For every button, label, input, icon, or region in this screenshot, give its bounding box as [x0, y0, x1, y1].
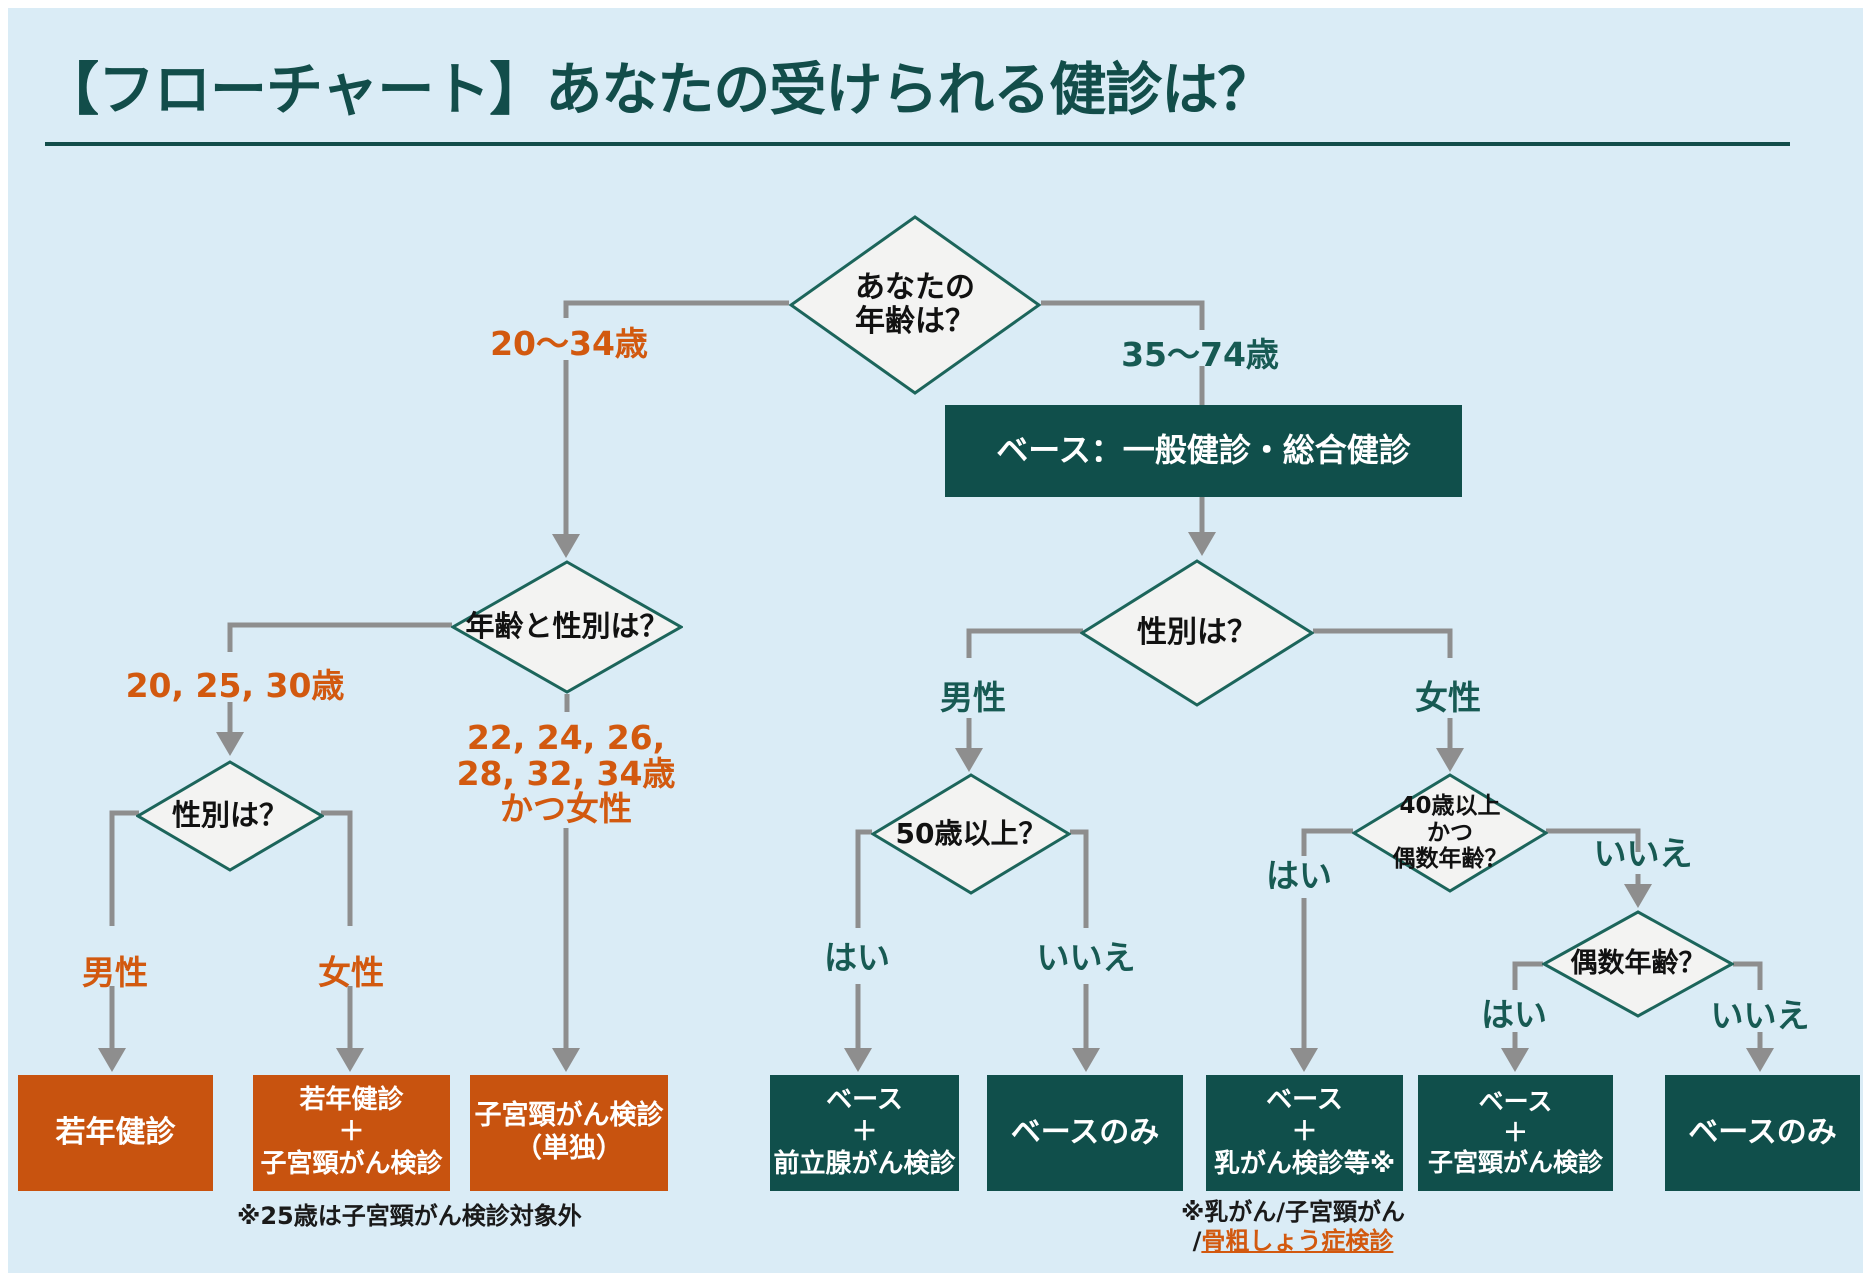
- label-age-35-74: 35〜74歳: [1121, 335, 1279, 374]
- label-age-20-34: 20〜34歳: [490, 324, 648, 363]
- diamond-shape-icon: [1080, 559, 1314, 707]
- result-base-only-male: ベースのみ: [987, 1075, 1183, 1191]
- result-base-plus-prostate: ベース ＋ 前立腺がん検診: [770, 1075, 959, 1191]
- title-underline: [45, 142, 1790, 146]
- decision-gender-right: 性別は？: [1080, 559, 1314, 707]
- result-base-plus-cervical: ベース ＋ 子宮頸がん検診: [1418, 1075, 1613, 1191]
- footnote-age-25: ※25歳は子宮頸がん検診対象外: [237, 1202, 582, 1230]
- decision-age-and-gender: 年齢と性別は？: [451, 560, 683, 694]
- decision-over-50: 50歳以上？: [871, 773, 1071, 895]
- label-yes-over50: はい: [824, 938, 890, 977]
- process-base-checkup: ベース：一般健診・総合健診: [945, 405, 1462, 497]
- label-yes-40even: はい: [1266, 856, 1332, 895]
- label-no-even: いいえ: [1710, 996, 1810, 1035]
- diamond-shape-icon: [1352, 773, 1548, 893]
- decision-40-and-even: 40歳以上 かつ 偶数年齢？: [1352, 773, 1548, 893]
- decision-gender-left: 性別は？: [136, 760, 324, 872]
- label-female-right: 女性: [1415, 678, 1481, 717]
- label-age-20-25-30: 20, 25, 30歳: [125, 666, 345, 705]
- label-age-even-women: 22, 24, 26, 28, 32, 34歳 かつ女性: [456, 718, 676, 829]
- decision-your-age-text: あなたの 年齢は？: [855, 269, 975, 339]
- footnote-breast-line1: ※乳がん/子宮頸がん: [1180, 1198, 1406, 1226]
- result-young-plus-cervical: 若年健診 ＋ 子宮頸がん検診: [253, 1075, 450, 1191]
- result-base-plus-breast: ベース ＋ 乳がん検診等※: [1206, 1075, 1403, 1191]
- diamond-shape-icon: [789, 215, 1041, 395]
- label-female-left: 女性: [318, 953, 384, 992]
- diamond-shape-icon: [451, 560, 683, 694]
- label-no-40even: いいえ: [1593, 834, 1693, 873]
- decision-gender-left-text: 性別は？: [171, 798, 288, 833]
- chart-background-panel: [8, 8, 1863, 1273]
- decision-even-age-text: 偶数年齢？: [1570, 948, 1706, 980]
- decision-even-age: 偶数年齢？: [1542, 910, 1734, 1018]
- decision-age-and-gender-text: 年齢と性別は？: [465, 609, 669, 644]
- diamond-shape-icon: [871, 773, 1071, 895]
- footnote-breast-slash: /: [1192, 1226, 1202, 1255]
- decision-your-age: あなたの 年齢は？: [789, 215, 1041, 395]
- result-base-only-female: ベースのみ: [1665, 1075, 1860, 1191]
- label-male-left: 男性: [82, 953, 148, 992]
- label-yes-even: はい: [1481, 995, 1547, 1034]
- label-no-over50: いいえ: [1036, 938, 1136, 977]
- decision-over-50-text: 50歳以上？: [895, 816, 1047, 850]
- footnote-breast-cancer: ※乳がん/子宮頸がん /骨粗しょう症検診: [1170, 1198, 1416, 1256]
- label-male-right: 男性: [940, 678, 1006, 717]
- decision-40-and-even-text: 40歳以上 かつ 偶数年齢？: [1392, 793, 1508, 873]
- result-young-checkup: 若年健診: [18, 1075, 213, 1191]
- diamond-shape-icon: [1542, 910, 1734, 1018]
- page-title: 【フローチャート】あなたの受けられる健診は？: [42, 57, 1274, 123]
- decision-gender-right-text: 性別は？: [1137, 614, 1257, 650]
- result-cervical-only: 子宮頸がん検診 （単独）: [470, 1075, 668, 1191]
- diamond-shape-icon: [136, 760, 324, 872]
- osteoporosis-link[interactable]: 骨粗しょう症検診: [1201, 1226, 1394, 1255]
